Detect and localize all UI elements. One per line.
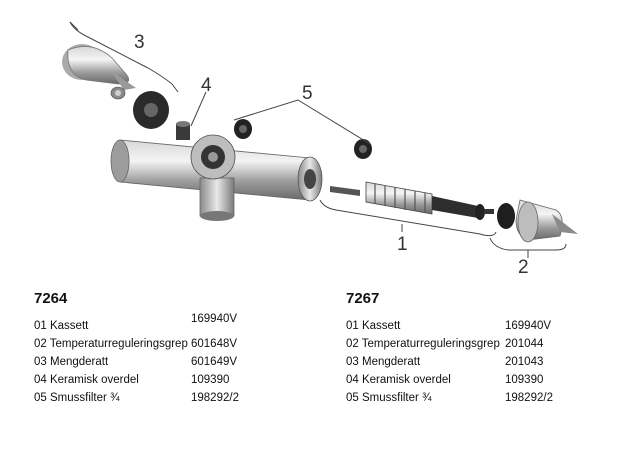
- callout-lines: [69, 21, 567, 258]
- model-7267-title: 7267: [346, 290, 380, 307]
- part-name: 03 Mengderatt: [346, 356, 421, 368]
- part-code: 601648V: [191, 338, 238, 350]
- part-name: 02 Temperaturreguleringsgrep: [34, 338, 188, 350]
- part-code: 201044: [505, 338, 544, 350]
- part-code: 169940V: [505, 320, 552, 332]
- exploded-parts-diagram: 3 4 5 1 2: [62, 21, 578, 278]
- part-code: 109390: [191, 374, 230, 386]
- part-name: 04 Keramisk overdel: [346, 374, 451, 386]
- temperature-handle-part: [62, 44, 136, 90]
- part-name: 04 Keramisk overdel: [34, 374, 139, 386]
- model-7264-title: 7264: [34, 290, 68, 307]
- part-name: 01 Kassett: [34, 320, 89, 332]
- cartridge-part: [330, 181, 494, 220]
- part-code: 198292/2: [505, 392, 553, 404]
- callout-labels: 3 4 5 1 2: [134, 32, 529, 278]
- part-code: 201043: [505, 356, 544, 368]
- part-name: 05 Smussfilter ¾: [34, 392, 120, 404]
- part-code: 601649V: [191, 356, 238, 368]
- strainer-filter-left: [234, 119, 252, 139]
- part-code: 109390: [505, 374, 544, 386]
- part-name: 05 Smussfilter ¾: [346, 392, 432, 404]
- part-code: 169940V: [191, 313, 238, 325]
- callout-3: 3: [134, 32, 145, 53]
- temperature-handle-right: [497, 199, 578, 243]
- callout-4: 4: [201, 75, 212, 96]
- part-name: 02 Temperaturreguleringsgrep: [346, 338, 500, 350]
- callout-1: 1: [397, 234, 408, 255]
- part-name: 01 Kassett: [346, 320, 401, 332]
- ceramic-headpart: [176, 121, 190, 140]
- mixer-body: [110, 134, 323, 221]
- part-name: 03 Mengderatt: [34, 356, 109, 368]
- callout-2: 2: [518, 257, 529, 278]
- callout-5: 5: [302, 83, 313, 104]
- small-disc-part: [110, 86, 126, 100]
- black-ring-part: [133, 91, 169, 129]
- part-code: 198292/2: [191, 392, 239, 404]
- strainer-filter-right: [354, 139, 372, 159]
